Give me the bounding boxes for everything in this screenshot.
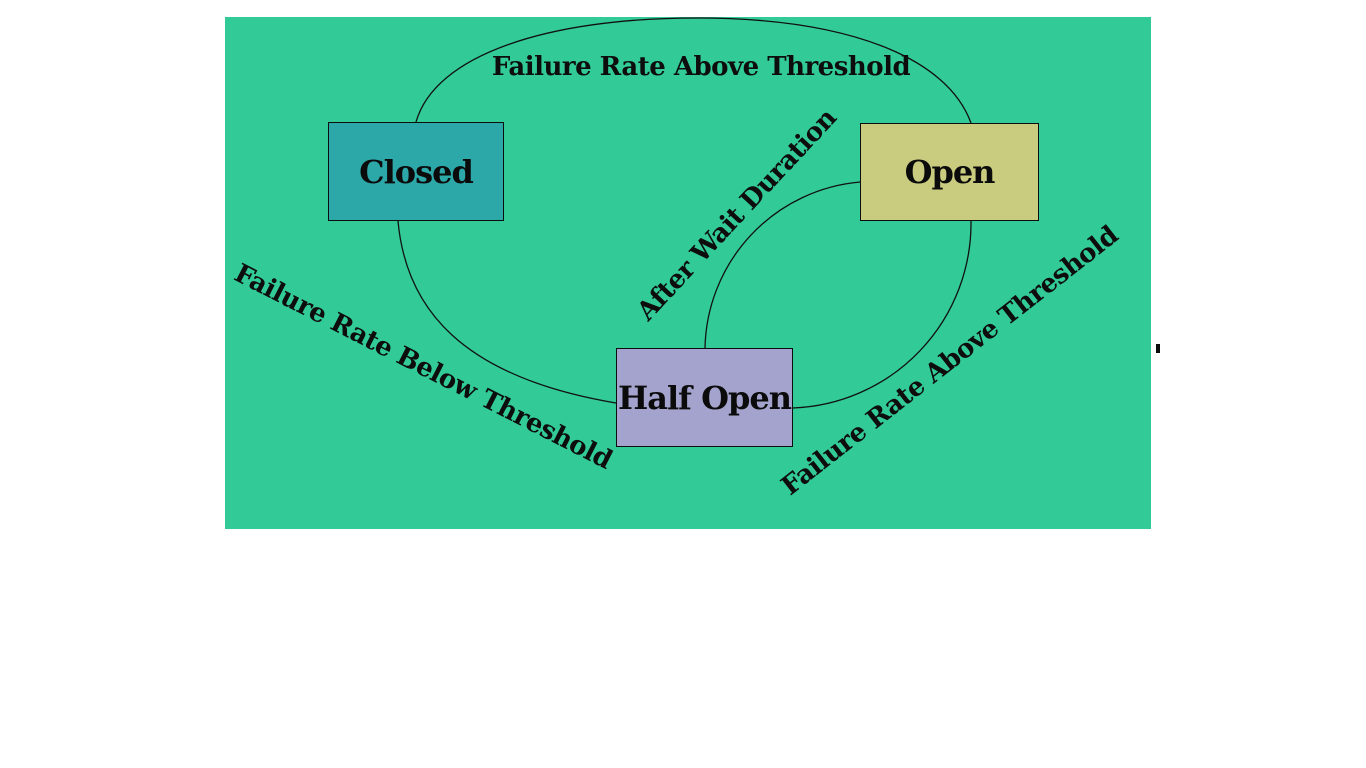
edge-label-failure-rate-above-threshold-top: Failure Rate Above Threshold: [491, 52, 911, 82]
state-node-closed: Closed: [328, 122, 504, 221]
state-label-open: Open: [904, 153, 996, 191]
state-diagram-canvas: Closed Open Half Open Failure Rate Above…: [225, 17, 1151, 529]
edge-halfopen-closed: [397, 220, 617, 404]
edge-open-halfopen: [704, 181, 861, 349]
edge-closed-open-top: [415, 17, 972, 124]
edge-halfopen-open: [792, 220, 972, 409]
stray-mark: [1156, 344, 1160, 353]
state-node-half-open: Half Open: [616, 348, 793, 447]
state-label-closed: Closed: [359, 152, 474, 191]
state-node-open: Open: [860, 123, 1039, 221]
transition-edges-layer: [397, 17, 972, 409]
state-label-half-open: Half Open: [618, 378, 792, 417]
